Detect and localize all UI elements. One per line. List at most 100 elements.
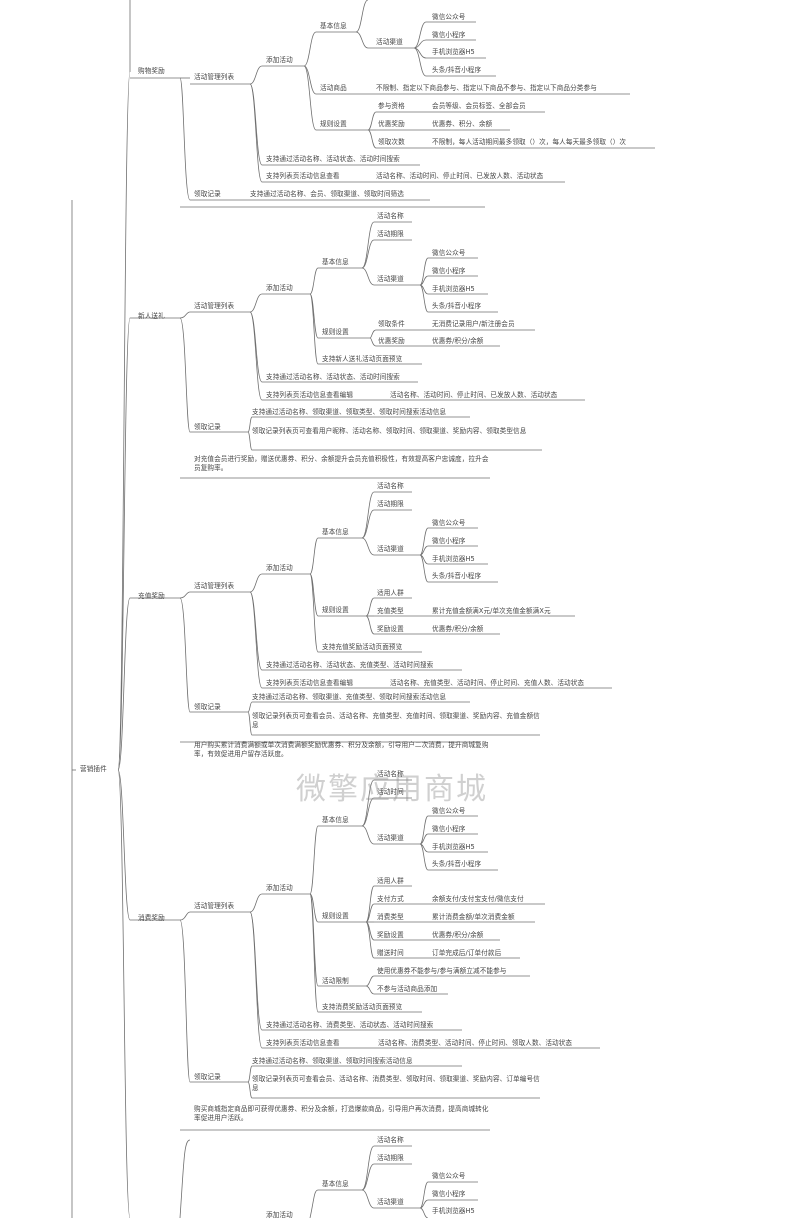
node-purchase-reward: 优惠奖励 — [378, 120, 405, 128]
node-next-ch-h5: 手机浏览器H5 — [432, 1207, 475, 1215]
node-next-period: 活动期限 — [377, 1154, 404, 1162]
node-next-ch-mini: 微信小程序 — [432, 1190, 466, 1198]
node-recharge-records: 领取记录 — [194, 703, 221, 711]
node-newcomer-rules: 规则设置 — [322, 328, 349, 336]
node-recharge-period: 活动期限 — [377, 500, 404, 508]
node-consume-list-show: 支持列表页活动信息查看 — [266, 1039, 340, 1047]
node-purchase-reward-opts: 优惠券、积分、余额 — [432, 120, 493, 128]
node-recharge-reward-opts: 优惠券/积分/余额 — [432, 625, 484, 633]
watermark: 微擎应用商城 — [296, 772, 488, 807]
node-recharge-ch-h5: 手机浏览器H5 — [432, 555, 475, 563]
node-consume-rec2: 领取记录列表页可查看会员、活动名称、消费类型、领取时间、领取渠道、奖励内容、订单… — [252, 1075, 540, 1092]
node-purchase-participants-opts: 会员等级、会员标签、全部会员 — [432, 102, 526, 110]
node-newcomer-channel: 活动渠道 — [377, 275, 404, 283]
node-consume-title: 消费奖励 — [138, 914, 165, 922]
node-consume-ch-wx: 微信公众号 — [432, 807, 466, 815]
node-consume-pay-opts: 余额支付/支付宝支付/微信支付 — [432, 895, 524, 903]
node-consume-reward-opts: 优惠券/积分/余额 — [432, 931, 484, 939]
node-newcomer-mgmt: 活动管理列表 — [194, 302, 235, 310]
node-newcomer-cond: 领取条件 — [378, 320, 405, 328]
node-purchase-mgmt: 活动管理列表 — [194, 73, 235, 81]
node-next-basic: 基本信息 — [322, 1180, 349, 1188]
node-next-channel: 活动渠道 — [377, 1198, 404, 1206]
node-recharge-reward: 奖励设置 — [377, 625, 404, 633]
node-recharge-type-opts: 累计充值金额满X元/单次充值金额满X元 — [432, 607, 551, 615]
node-consume-add: 添加活动 — [266, 884, 293, 892]
node-consume-rules: 规则设置 — [322, 912, 349, 920]
node-recharge-ch-wx: 微信公众号 — [432, 519, 466, 527]
node-purchase-title: 购物奖励 — [138, 67, 165, 75]
node-purchase-ch-mini: 微信小程序 — [432, 31, 466, 39]
node-recharge-mgmt: 活动管理列表 — [194, 582, 235, 590]
node-recharge-note: 用户购买累计消费满额或单次消费满额奖励优惠券、积分及余额，引导用户二次消费，提升… — [194, 741, 489, 758]
node-newcomer-list-fields: 活动名称、活动时间、停止时间、已发放人数、活动状态 — [390, 391, 558, 399]
node-recharge-people: 适用人群 — [377, 589, 404, 597]
node-newcomer-ch-h5: 手机浏览器H5 — [432, 285, 475, 293]
node-recharge-type: 充值类型 — [377, 607, 404, 615]
node-purchase-list-fields: 活动名称、活动时间、停止时间、已发放人数、活动状态 — [376, 172, 544, 180]
node-newcomer-note: 对充值会员进行奖励，赠送优惠券、积分、余额提升会员充值积极性，有效提高客户忠诚度… — [194, 455, 489, 472]
node-recharge-search: 支持通过活动名称、活动状态、充值类型、活动时间搜索 — [266, 661, 434, 669]
node-next-ch-wx: 微信公众号 — [432, 1172, 466, 1180]
node-consume-people: 适用人群 — [377, 877, 404, 885]
node-newcomer-basic: 基本信息 — [322, 258, 349, 266]
node-next-name: 活动名称 — [377, 1136, 404, 1144]
node-purchase-records: 领取记录 — [194, 190, 221, 198]
node-newcomer-records: 领取记录 — [194, 423, 221, 431]
node-newcomer-name: 活动名称 — [377, 212, 404, 220]
node-newcomer-cond-opts: 无消费记录用户/新注册会员 — [432, 320, 515, 328]
node-consume-preview: 支持消费奖励活动页面预览 — [322, 1003, 403, 1011]
node-newcomer-title: 新人送礼 — [138, 312, 165, 320]
node-recharge-add: 添加活动 — [266, 564, 293, 572]
node-purchase-ch-tt: 头条/抖音小程序 — [432, 66, 482, 74]
node-consume-ctype-opts: 累计消费金额/单次消费金额 — [432, 913, 515, 921]
node-consume-limit: 活动限制 — [322, 977, 349, 985]
node-consume-search: 支持通过活动名称、消费类型、活动状态、活动时间搜索 — [266, 1021, 434, 1029]
node-purchase-add: 添加活动 — [266, 56, 293, 64]
node-recharge-channel: 活动渠道 — [377, 545, 404, 553]
node-purchase-search: 支持通过活动名称、活动状态、活动时间搜索 — [266, 155, 400, 163]
node-consume-channel: 活动渠道 — [377, 834, 404, 842]
node-purchase-ch-h5: 手机浏览器H5 — [432, 48, 475, 56]
node-purchase-times: 领取次数 — [378, 138, 405, 146]
node-newcomer-ch-mini: 微信小程序 — [432, 267, 466, 275]
node-purchase-records-search: 支持通过活动名称、会员、领取渠道、领取时间筛选 — [250, 190, 404, 198]
node-newcomer-ch-tt: 头条/抖音小程序 — [432, 302, 482, 310]
node-consume-records: 领取记录 — [194, 1073, 221, 1081]
node-consume-basic: 基本信息 — [322, 816, 349, 824]
node-consume-ch-h5: 手机浏览器H5 — [432, 843, 475, 851]
node-newcomer-add: 添加活动 — [266, 284, 293, 292]
node-newcomer-ch-wx: 微信公众号 — [432, 249, 466, 257]
node-consume-period: 活动时间 — [377, 788, 404, 796]
node-purchase-participants: 参与资格 — [378, 102, 405, 110]
node-recharge-title: 充值奖励 — [138, 592, 165, 600]
node-purchase-rules: 规则设置 — [320, 120, 347, 128]
node-recharge-list-fields: 活动名称、充值类型、活动时间、停止时间、充值人数、活动状态 — [390, 679, 585, 687]
node-newcomer-preview: 支持新人送礼活动页面预览 — [322, 355, 403, 363]
node-consume-note: 购买商城指定商品即可获得优惠券、积分及余额，打造爆款商品，引导用户再次消费，提高… — [194, 1105, 489, 1122]
node-recharge-rules: 规则设置 — [322, 606, 349, 614]
node-purchase-ch-wx: 微信公众号 — [432, 13, 466, 21]
node-consume-timing: 赠送时间 — [377, 949, 404, 957]
node-newcomer-rec1: 支持通过活动名称、领取渠道、领取类型、领取时间搜索活动信息 — [252, 408, 447, 416]
node-recharge-rec1: 支持通过活动名称、领取渠道、充值类型、领取时间搜索活动信息 — [252, 693, 447, 701]
node-consume-mgmt: 活动管理列表 — [194, 902, 235, 910]
node-recharge-rec2: 领取记录列表页可查看会员、活动名称、充值类型、充值时间、领取渠道、奖励内容、充值… — [252, 712, 540, 729]
node-recharge-basic: 基本信息 — [322, 528, 349, 536]
node-newcomer-rec2: 领取记录列表页可查看用户昵称、活动名称、领取时间、领取渠道、奖励内容、领取类型信… — [252, 427, 527, 435]
node-purchase-goods: 活动商品 — [320, 84, 347, 92]
node-newcomer-search: 支持通过活动名称、活动状态、活动时间搜索 — [266, 373, 400, 381]
node-recharge-preview: 支持充值奖励活动页面预览 — [322, 643, 403, 651]
node-purchase-basic: 基本信息 — [320, 22, 347, 30]
node-consume-list-fields: 活动名称、消费类型、活动时间、停止时间、领取人数、活动状态 — [378, 1039, 573, 1047]
node-newcomer-reward: 优惠奖励 — [378, 337, 405, 345]
node-purchase-list-show: 支持列表页活动信息查看 — [266, 172, 340, 180]
node-consume-pay: 支付方式 — [377, 895, 404, 903]
node-recharge-list-show: 支持列表页活动信息查看编辑 — [266, 679, 354, 687]
node-consume-reward: 奖励设置 — [377, 931, 404, 939]
node-root: 营销插件 — [80, 765, 107, 773]
node-consume-timing-opts: 订单完成后/订单付款后 — [432, 949, 502, 957]
node-recharge-ch-tt: 头条/抖音小程序 — [432, 572, 482, 580]
node-recharge-name: 活动名称 — [377, 482, 404, 490]
